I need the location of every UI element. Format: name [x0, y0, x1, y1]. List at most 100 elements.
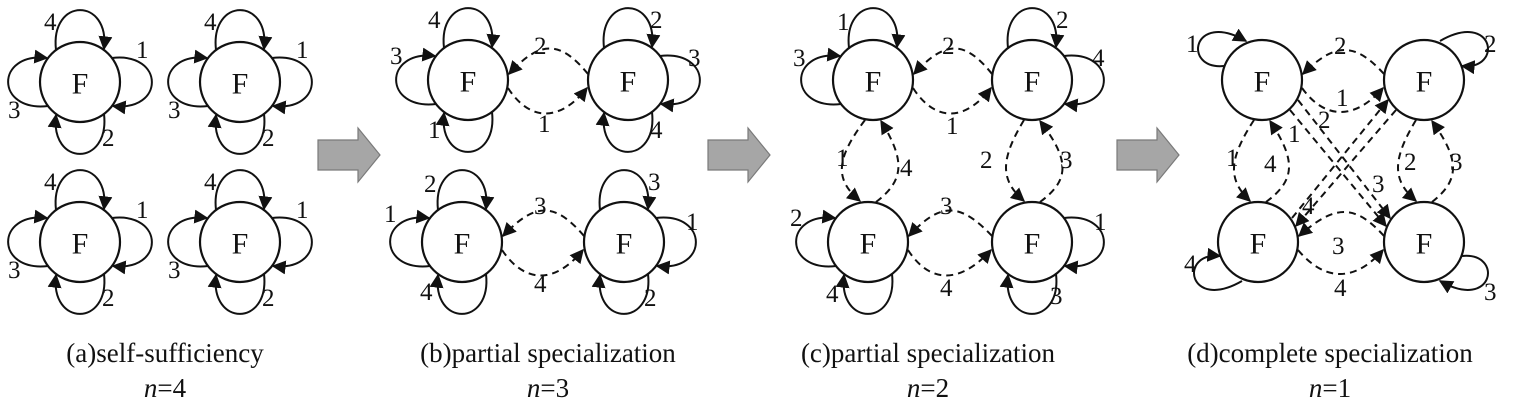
n-label-a: n=4	[144, 373, 187, 403]
c-edge-label-3: 2	[942, 33, 955, 60]
c-edge-label-4: 1	[946, 113, 959, 140]
c-node-1	[831, 38, 915, 122]
d-edge-label-11b: 3	[1372, 171, 1385, 198]
d-node-4	[1382, 200, 1466, 284]
a-node-2-loop-top	[214, 9, 273, 51]
caption-d: (d)complete specialization	[1187, 338, 1473, 368]
c-node-4-label: F	[1024, 228, 1041, 261]
a-edge-label-4: 2	[102, 125, 115, 152]
b-edge-label-12: 3	[648, 169, 661, 196]
b-n3-loop-bottom	[429, 273, 488, 315]
c-n1-loop-left	[800, 47, 842, 106]
d-edge-label-7: 1	[1288, 121, 1301, 148]
d-edge-label-4: 1	[1336, 85, 1349, 112]
c-n3-loop-bottom	[835, 273, 894, 315]
a-node-1-loop-right	[111, 56, 153, 115]
a-node-4-label: F	[232, 228, 249, 261]
a-node-1-label: F	[72, 68, 89, 101]
d-diag-bl-tr-2	[1295, 109, 1397, 228]
b-edge-label-6: 2	[650, 7, 663, 34]
c-edge-label-10: 2	[980, 147, 993, 174]
a-node-4-loop-right	[271, 216, 313, 275]
b-edge-label-14: 4	[534, 271, 547, 298]
b-node-2	[586, 38, 670, 122]
b-dash-top-lower	[507, 86, 588, 115]
c-edge-label-12: 2	[790, 205, 803, 232]
n-symbol-c: n	[907, 373, 921, 403]
d-edge-label-10: 3	[1332, 233, 1345, 260]
n-label-b: n=3	[527, 373, 569, 403]
a-node-4-loop-top	[214, 169, 273, 211]
a-edge-label-5: 4	[204, 9, 217, 36]
b-edge-label-8: 4	[650, 117, 663, 144]
a-edge-label-6: 1	[296, 37, 309, 64]
b-n2-loop-right	[659, 54, 701, 113]
b-edge-label-15: 2	[644, 285, 657, 312]
d-edge-label-11: 3	[1484, 279, 1497, 306]
c-edge-label-17: 4	[940, 275, 953, 302]
b-n1-loop-bottom	[435, 111, 494, 153]
b-n4-loop-right	[655, 216, 697, 275]
d-dash-right-inner	[1431, 119, 1454, 203]
a-node-3-loop-bottom	[47, 273, 106, 315]
c-edge-label-2: 3	[793, 45, 806, 72]
d-n1-loop	[1197, 28, 1248, 68]
a-node-2-loop-right	[271, 56, 313, 115]
n-label-d: n=1	[1309, 373, 1351, 403]
a-node-4	[198, 200, 282, 284]
d-node-1-label: F	[1254, 66, 1271, 99]
a-edge-label-11: 3	[8, 257, 21, 284]
c-edge-label-6: 4	[1092, 45, 1105, 72]
d-node-4-label: F	[1416, 228, 1433, 261]
a-node-2-label: F	[232, 68, 249, 101]
a-node-2-loop-bottom	[207, 113, 266, 155]
b-node-1-label: F	[460, 66, 477, 99]
b-edge-label-13: 3	[534, 193, 547, 220]
a-node-4-loop-bottom	[207, 273, 266, 315]
d-edge-label-16: 4	[1334, 275, 1347, 302]
a-node-1-loop-top	[54, 9, 113, 51]
b-edge-label-11: 4	[420, 279, 433, 306]
d-edge-label-12: 4	[1184, 251, 1197, 278]
c-dash-right-outer	[1005, 119, 1026, 202]
b-edge-label-9: 2	[424, 171, 437, 198]
a-edge-label-3: 3	[8, 97, 21, 124]
d-dash-right-outer	[1397, 119, 1418, 202]
c-n1-loop-top	[847, 7, 906, 49]
a-node-2	[198, 40, 282, 124]
a-edge-label-14: 1	[296, 197, 309, 224]
a-node-1	[38, 40, 122, 124]
transition-arrow-1	[317, 126, 381, 184]
c-edge-label-16: 3	[1050, 283, 1063, 310]
b-node-1	[426, 38, 510, 122]
c-node-2	[990, 38, 1074, 122]
b-edge-label-4: 2	[534, 33, 547, 60]
a-node-1-loop-bottom	[47, 113, 106, 155]
d-n4-loop	[1438, 254, 1489, 294]
b-edge-label-7: 3	[688, 45, 701, 72]
a-node-3-loop-left	[7, 209, 49, 268]
caption-b: (b)partial specialization	[420, 338, 676, 368]
c-edge-label-14: 3	[940, 193, 953, 220]
a-node-3-label: F	[72, 228, 89, 261]
c-dash-left-outer	[840, 119, 866, 202]
d-edge-label-6: 4	[1264, 151, 1277, 178]
b-n1-loop-left	[395, 47, 437, 106]
b-edge-label-1: 4	[428, 7, 441, 34]
d-edge-label-13: 4	[1302, 193, 1315, 220]
d-node-3	[1216, 200, 1300, 284]
c-node-2-label: F	[1024, 66, 1041, 99]
c-dash-top-upper	[913, 47, 993, 76]
d-node-2	[1382, 38, 1466, 122]
n-value-c: =2	[920, 373, 949, 403]
transition-arrow-2	[707, 126, 771, 184]
c-n2-loop-top	[1006, 7, 1065, 49]
c-edge-label-15: 1	[1094, 209, 1107, 236]
a-edge-label-12: 2	[102, 285, 115, 312]
caption-a: (a)self-sufficiency	[66, 338, 264, 368]
c-edge-label-8: 4	[900, 155, 913, 182]
b-node-3	[420, 200, 504, 284]
a-node-2-loop-left	[167, 49, 209, 108]
